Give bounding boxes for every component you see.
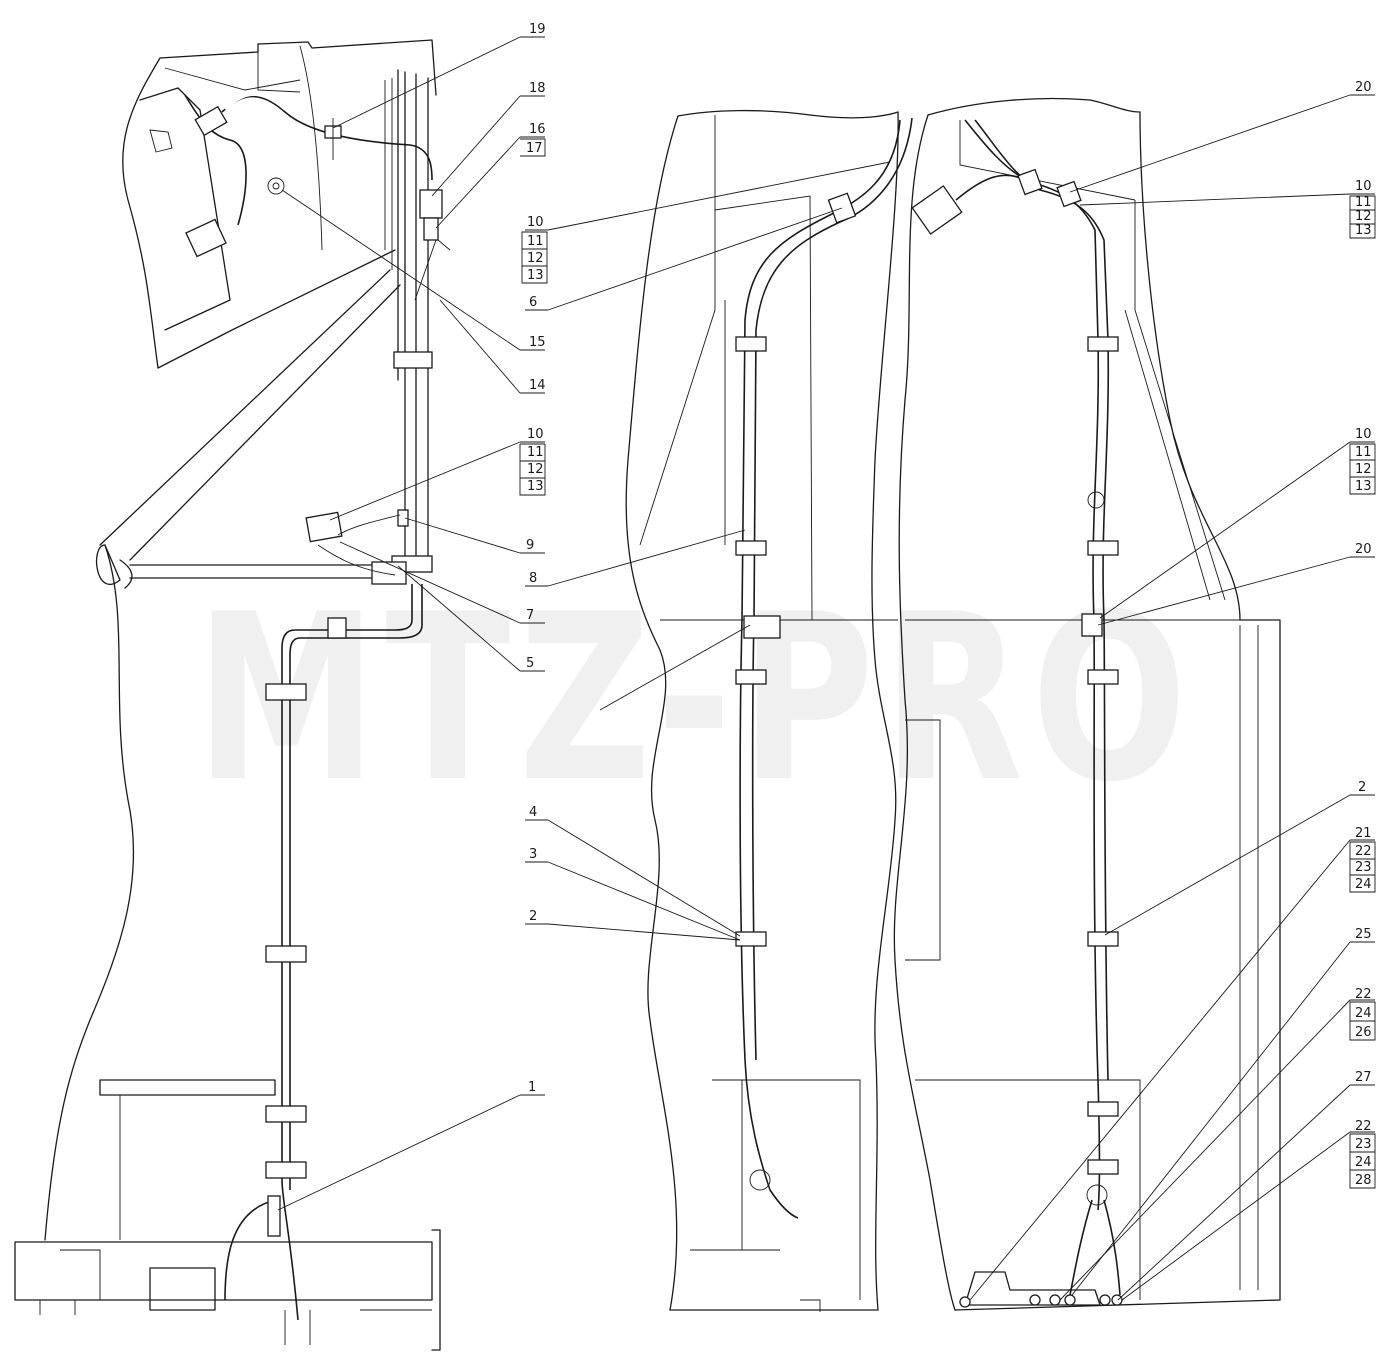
callout-17: 17 bbox=[526, 141, 543, 156]
left-view bbox=[14, 39, 451, 1351]
callout-13: 13 bbox=[1355, 223, 1372, 238]
callout-13: 13 bbox=[527, 479, 544, 494]
callout-10: 10 bbox=[527, 427, 544, 442]
callout-20: 20 bbox=[1355, 80, 1372, 95]
callout-5: 5 bbox=[526, 656, 534, 671]
callout-22: 22 bbox=[1355, 844, 1372, 859]
callout-12: 12 bbox=[527, 462, 544, 477]
callout-22: 22 bbox=[1355, 1119, 1372, 1134]
callout-19: 19 bbox=[529, 22, 546, 37]
callout-12: 12 bbox=[1355, 462, 1372, 477]
middle-view bbox=[625, 109, 913, 1312]
callout-23: 23 bbox=[1355, 860, 1372, 875]
callout-numbers-middle: 10 11 12 13 6 8 4 3 2 bbox=[527, 215, 544, 924]
callout-11: 11 bbox=[1355, 445, 1372, 460]
callout-13: 13 bbox=[1355, 479, 1372, 494]
callout-15: 15 bbox=[529, 335, 546, 350]
callout-10: 10 bbox=[1355, 427, 1372, 442]
callout-12: 12 bbox=[1355, 209, 1372, 224]
callout-24: 24 bbox=[1355, 877, 1372, 892]
callout-16: 16 bbox=[529, 122, 546, 137]
callout-25: 25 bbox=[1355, 927, 1372, 942]
callout-20: 20 bbox=[1355, 542, 1372, 557]
callout-10: 10 bbox=[1355, 179, 1372, 194]
callout-28: 28 bbox=[1355, 1173, 1372, 1188]
callout-14: 14 bbox=[529, 378, 546, 393]
callout-23: 23 bbox=[1355, 1137, 1372, 1152]
callout-13: 13 bbox=[527, 268, 544, 283]
watermark: MTZ-PRO bbox=[195, 566, 1195, 833]
callout-1: 1 bbox=[528, 1080, 536, 1095]
callout-18: 18 bbox=[529, 81, 546, 96]
right-view bbox=[893, 97, 1281, 1311]
callout-9: 9 bbox=[526, 538, 534, 553]
callout-2: 2 bbox=[529, 909, 537, 924]
callout-2: 2 bbox=[1358, 780, 1366, 795]
callout-24: 24 bbox=[1355, 1155, 1372, 1170]
callout-24: 24 bbox=[1355, 1006, 1372, 1021]
callout-3: 3 bbox=[529, 847, 537, 862]
callout-numbers-right: 20 10 11 12 13 10 11 12 13 20 2 21 22 23… bbox=[1355, 80, 1372, 1188]
callout-6: 6 bbox=[529, 295, 537, 310]
callout-4: 4 bbox=[529, 805, 537, 820]
leader-lines bbox=[277, 36, 1375, 1301]
callout-22: 22 bbox=[1355, 987, 1372, 1002]
callout-27: 27 bbox=[1355, 1070, 1372, 1085]
callout-11: 11 bbox=[527, 234, 544, 249]
callout-11: 11 bbox=[527, 445, 544, 460]
callout-11: 11 bbox=[1355, 195, 1372, 210]
callout-26: 26 bbox=[1355, 1025, 1372, 1040]
callout-numbers-left: 19 18 16 17 15 14 10 11 12 13 9 7 5 1 bbox=[526, 22, 546, 1095]
callout-7: 7 bbox=[526, 608, 534, 623]
callout-boxes bbox=[519, 138, 1376, 1189]
callout-8: 8 bbox=[529, 571, 537, 586]
callout-21: 21 bbox=[1355, 826, 1372, 841]
callout-12: 12 bbox=[527, 251, 544, 266]
callout-10: 10 bbox=[527, 215, 544, 230]
